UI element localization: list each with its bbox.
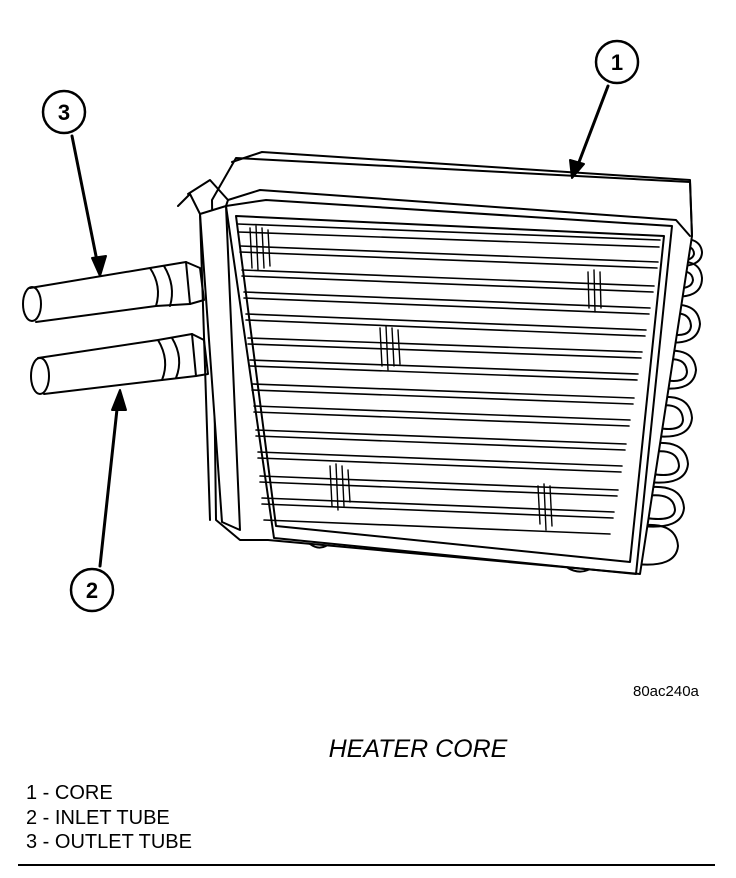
mounting-tabs (309, 543, 589, 573)
legend-item-outlet-tube: 3 - OUTLET TUBE (26, 831, 192, 853)
bottom-divider (18, 864, 715, 866)
figure-id-code: 80ac240a (633, 683, 699, 700)
core-tube-rows (237, 223, 661, 535)
callout-3-label: 3 (58, 100, 70, 125)
legend: 1 - CORE 2 - INLET TUBE 3 - OUTLET TUBE (26, 781, 192, 855)
callout-1 (569, 39, 640, 179)
callout-3 (41, 89, 107, 277)
outlet-tube (22, 261, 205, 323)
callout-2 (69, 389, 127, 613)
fin-hatching (249, 225, 602, 531)
callout-2-label: 2 (86, 578, 98, 603)
legend-item-core: 1 - CORE (26, 782, 113, 804)
legend-item-inlet-tube: 2 - INLET TUBE (26, 806, 170, 829)
figure-caption: HEATER CORE (328, 735, 508, 763)
heater-core-illustration: 1 3 2 (22, 39, 703, 613)
callout-1-label: 1 (611, 50, 623, 75)
inlet-tube (30, 333, 209, 395)
